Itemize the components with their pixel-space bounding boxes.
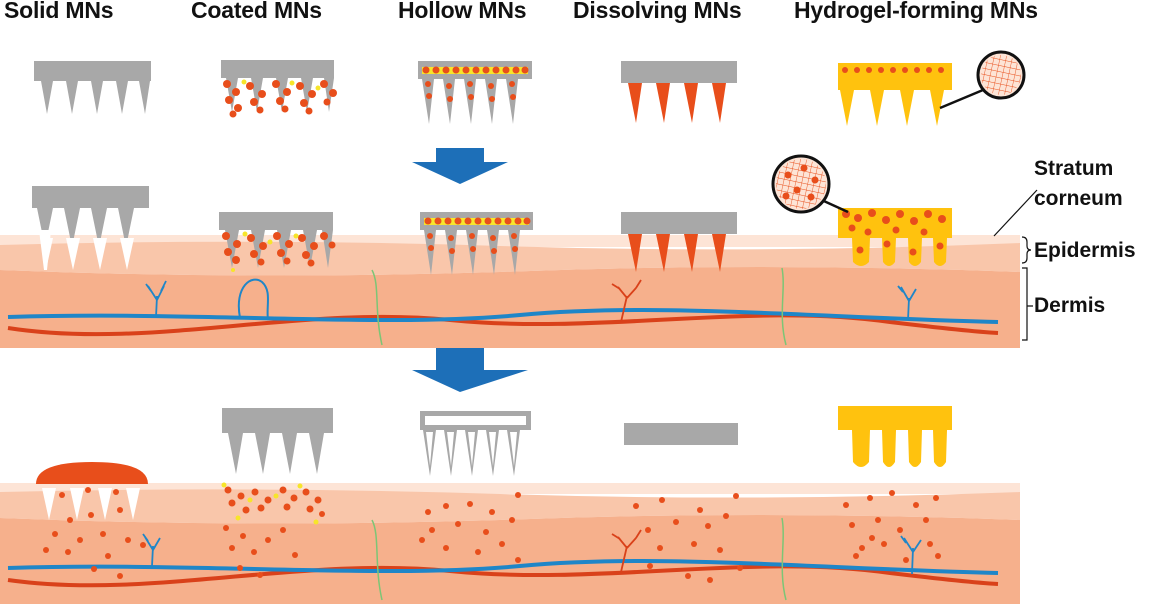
nerve-fiber-4 — [781, 517, 787, 601]
solid-mn-row3 — [36, 462, 148, 579]
dermis-bracket — [1022, 267, 1033, 341]
nerve-fiber-1 — [371, 269, 383, 346]
skin-epidermis-2 — [0, 489, 1020, 524]
coated-mn-row3 — [221, 408, 333, 578]
skin-band-bottom — [0, 483, 1020, 604]
zoom-lens-icon — [771, 154, 831, 214]
dissolving-mn-row2 — [621, 212, 737, 272]
capillary-blue-1 — [145, 280, 167, 318]
skin-dermis-1 — [0, 267, 1020, 348]
down-arrow-icon — [412, 348, 528, 392]
label-stratum-corneum: Stratum corneum — [1034, 154, 1123, 214]
header-dissolving-mns: Dissolving MNs — [573, 0, 742, 23]
header-solid-mns: Solid MNs — [4, 0, 114, 23]
down-arrow-icon — [412, 148, 508, 184]
blood-vessel-blue-1 — [7, 308, 999, 324]
coated-mn-row2 — [219, 212, 336, 272]
skin-dermis-2 — [0, 515, 1020, 604]
capillary-blue-2 — [897, 285, 917, 321]
hydrogel-mn-row2 — [771, 154, 952, 266]
hydrogel-mn-row3 — [838, 406, 952, 563]
hydrogel-mn-row1 — [838, 50, 1026, 126]
label-epidermis: Epidermis — [1034, 239, 1136, 262]
solid-mn-row1 — [34, 61, 151, 114]
epidermis-brace — [1021, 236, 1032, 264]
nerve-fiber-2 — [781, 267, 787, 346]
dissolving-mn-row3 — [624, 423, 743, 583]
label-stratum-line-1: Stratum — [1034, 157, 1114, 180]
header-coated-mns: Coated MNs — [191, 0, 322, 23]
hollow-mn-row3 — [419, 411, 531, 563]
skin-band-middle — [0, 235, 1020, 348]
capillary-blue-3 — [142, 533, 161, 567]
skin-stratum-corneum-2 — [0, 483, 1020, 494]
coated-mn-row1 — [221, 60, 337, 118]
layer-annotations — [993, 189, 1038, 341]
nerve-fiber-3 — [371, 519, 383, 601]
blood-vessel-red-1 — [7, 313, 999, 337]
capillary-red-2 — [611, 529, 642, 573]
hollow-mn-row2 — [420, 212, 533, 275]
label-stratum-line-2: corneum — [1034, 187, 1123, 210]
header-hollow-mns: Hollow MNs — [398, 0, 527, 23]
dissolving-mn-row1 — [621, 61, 737, 123]
header-hydrogel-forming-mns: Hydrogel-forming MNs — [794, 0, 1038, 23]
hollow-mn-row1 — [418, 61, 532, 124]
zoom-lens-icon — [976, 50, 1026, 100]
solid-mn-row2 — [32, 186, 149, 270]
label-dermis: Dermis — [1034, 294, 1106, 317]
capillary-blue-4 — [900, 535, 922, 575]
blood-vessel-blue-2 — [7, 559, 999, 575]
blood-vessel-red-2 — [7, 564, 999, 588]
capillary-red-1 — [611, 279, 642, 323]
stratum-pointer-line — [993, 189, 1038, 237]
capillary-blue-loop-1 — [237, 278, 269, 321]
